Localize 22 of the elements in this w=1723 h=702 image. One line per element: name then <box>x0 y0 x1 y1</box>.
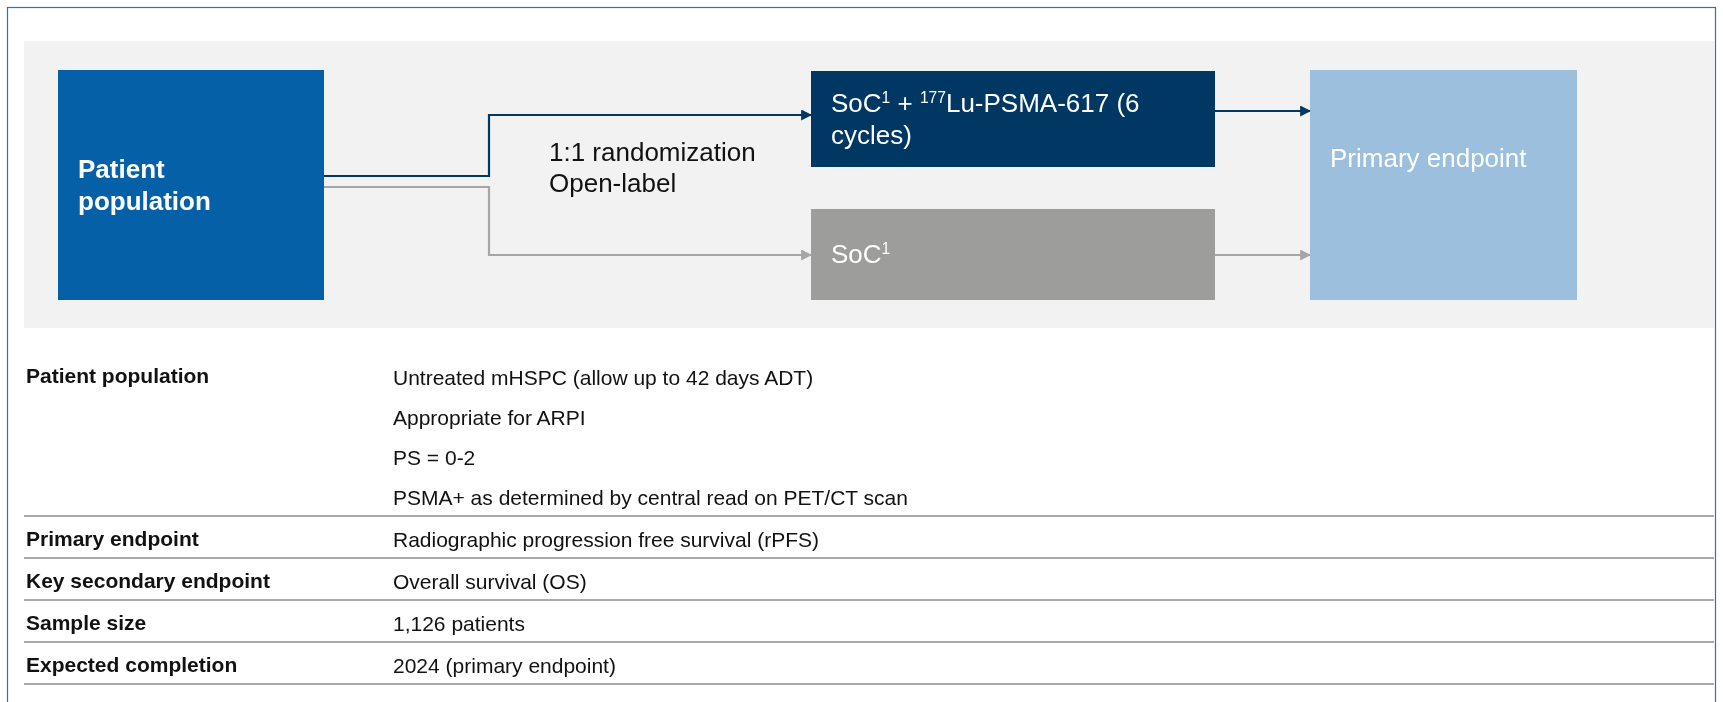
arrow <box>1215 249 1312 261</box>
table-cell: 1,126 patients <box>393 611 525 637</box>
table-cell: Appropriate for ARPI <box>393 405 586 431</box>
table-cell: Radiographic progression free survival (rPFS) <box>393 527 819 553</box>
population-box: Patient population <box>58 70 324 300</box>
row-header: Key secondary endpoint <box>26 568 270 594</box>
arrow <box>1215 105 1312 117</box>
row-header: Sample size <box>26 610 147 636</box>
table-cell: Untreated mHSPC (allow up to 42 days ADT) <box>393 365 814 391</box>
arrow <box>324 109 813 178</box>
row-header: Primary endpoint <box>26 526 199 552</box>
table-cell: Overall survival (OS) <box>393 569 587 595</box>
row-header: Expected completion <box>26 652 238 678</box>
table-cell: PSMA+ as determined by central read on PET/CT scan <box>393 485 908 511</box>
annotation-text: 1:1 randomization Open-label <box>549 137 757 200</box>
table-cell: PS = 0-2 <box>393 445 476 471</box>
arrow <box>324 185 813 261</box>
table-cell: 2024 (primary endpoint) <box>393 653 616 679</box>
endpoint-box: Primary endpoint <box>1310 70 1577 300</box>
row-header: Patient population <box>26 363 210 389</box>
control-arm-box: SoC$^{1}$ <box>811 209 1215 300</box>
treatment-arm-box: SoC$^{1}$ + $^{177}$Lu-PSMA-617 (6 cycles) <box>811 71 1215 167</box>
